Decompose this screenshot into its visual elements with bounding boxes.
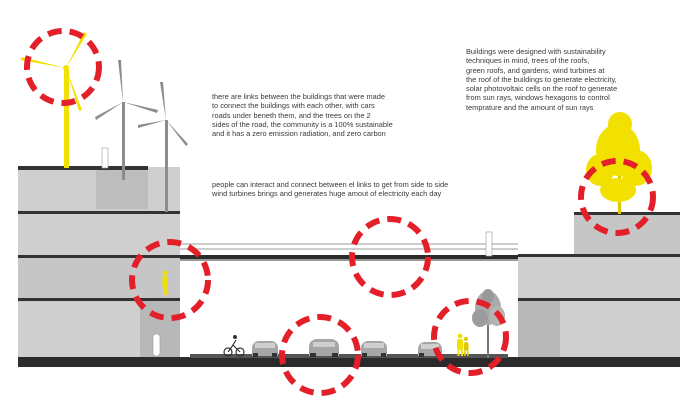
car-icon bbox=[252, 341, 278, 357]
dashed-highlight-circle bbox=[431, 298, 509, 376]
tree-icon bbox=[586, 112, 652, 214]
dashed-highlight-circle bbox=[24, 28, 102, 106]
wind-turbine-icon bbox=[95, 60, 158, 180]
person-icon bbox=[464, 337, 469, 356]
cyclist-icon bbox=[223, 335, 245, 357]
wind-turbine-icon bbox=[138, 82, 188, 212]
links-annotation: there are links between the buildings th… bbox=[212, 92, 393, 139]
bridge-post bbox=[485, 231, 493, 257]
left-building-lower-floor bbox=[18, 257, 180, 302]
ground-slab bbox=[18, 357, 680, 367]
dashed-highlight-circle bbox=[578, 158, 656, 236]
right-building bbox=[518, 212, 680, 357]
left-floor-slab-1 bbox=[18, 211, 180, 214]
car-icon bbox=[361, 341, 387, 357]
left-floor-slab-2 bbox=[18, 255, 180, 258]
sustainability-annotation: Buildings were designed with sustainabil… bbox=[466, 47, 618, 112]
right-floor-slab-2 bbox=[518, 298, 680, 301]
left-floor-slab-3 bbox=[18, 298, 180, 301]
wind-turbine-icon bbox=[20, 32, 87, 168]
left-roof-slab bbox=[18, 166, 148, 170]
right-ground-glazing bbox=[518, 301, 560, 357]
left-roof-vent bbox=[101, 147, 109, 169]
left-building bbox=[18, 147, 180, 357]
street bbox=[18, 354, 680, 367]
dashed-highlight-circle bbox=[129, 239, 211, 321]
interaction-annotation: people can interact and connect between … bbox=[212, 180, 449, 199]
dashed-highlight-circle bbox=[279, 314, 361, 396]
car-icon bbox=[309, 339, 339, 357]
right-roof-slab bbox=[574, 212, 680, 215]
right-floor-slab-1 bbox=[518, 254, 680, 257]
right-building-upper bbox=[574, 213, 680, 257]
sky-bridge bbox=[180, 231, 518, 261]
person-icon bbox=[457, 333, 463, 356]
left-bollard bbox=[152, 333, 161, 357]
person-icon bbox=[162, 270, 168, 295]
dashed-highlight-circle bbox=[349, 216, 431, 298]
tree-icon bbox=[472, 289, 505, 358]
